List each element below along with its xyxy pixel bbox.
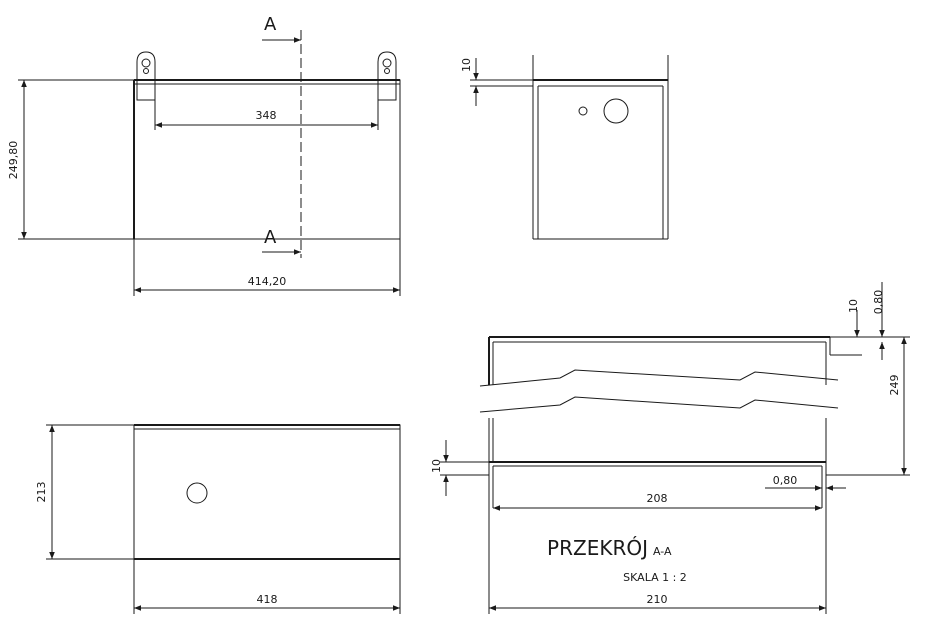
side-flange-dimension: 10 (460, 58, 473, 72)
front-body (133, 79, 401, 240)
plan-width-dimension: 418 (257, 593, 278, 606)
small-hole (578, 106, 588, 116)
section-mark-bottom: A (264, 227, 277, 248)
front-height-dimension: 249,80 (7, 141, 20, 180)
section-title: PRZEKRÓJ (547, 536, 648, 560)
plan-view: 213 418 (35, 424, 401, 614)
hole-spacing-dimension: 348 (256, 109, 277, 122)
section-height-dimension: 249 (888, 375, 901, 396)
break-line-lower (479, 396, 839, 413)
section-inner-width-dimension: 208 (647, 492, 668, 505)
large-hole (603, 98, 629, 124)
plan-height-dimension: 213 (35, 482, 48, 503)
front-width-dimension: 414,20 (248, 275, 287, 288)
left-mounting-tab (136, 51, 156, 101)
section-wall-top-dimension: 0,80 (872, 290, 885, 315)
section-scale: SKALA 1 : 2 (623, 571, 687, 584)
plan-body (133, 424, 401, 560)
section-mark-top: A (264, 14, 277, 35)
side-view: 10 (460, 55, 669, 240)
right-mounting-tab (377, 51, 397, 101)
section-bottom-flange-dimension: 10 (430, 459, 443, 473)
break-line-upper (479, 369, 839, 387)
section-view: 10 0,80 249 10 0,80 208 210 PRZEKRÓJ A-A… (430, 282, 910, 614)
section-outer-width-dimension: 210 (647, 593, 668, 606)
plan-hole (186, 482, 208, 504)
section-flange-dimension: 10 (847, 299, 860, 313)
section-title-suffix: A-A (653, 545, 672, 558)
front-view: A A 348 414,20 249,80 (7, 14, 401, 296)
section-wall-bottom-dimension: 0,80 (773, 474, 798, 487)
